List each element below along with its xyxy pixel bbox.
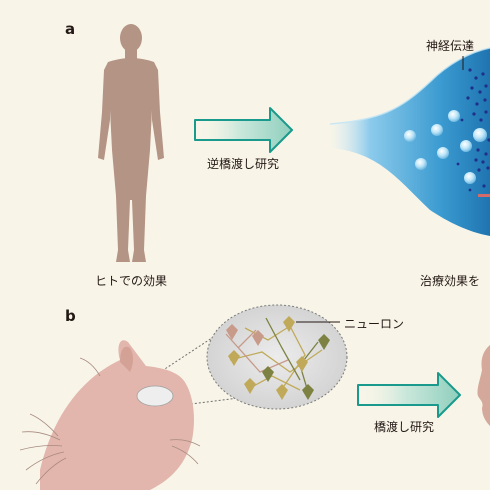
- neurotransmitter-label: 神経伝達: [426, 39, 475, 53]
- neuron-label: ニューロン: [344, 317, 405, 331]
- receptor-mark: [478, 194, 490, 197]
- reverse-translation-label: 逆橋渡し研究: [207, 157, 280, 171]
- panel-b-label: b: [65, 307, 76, 325]
- brain-inset: [206, 304, 348, 410]
- mouse-head: [19, 340, 201, 490]
- human-effect-caption: ヒトでの効果: [95, 274, 168, 288]
- synapse-caption: 治療効果を: [420, 274, 481, 288]
- translation-label: 橋渡し研究: [374, 420, 435, 434]
- human-silhouette: [98, 24, 164, 262]
- reverse-translation-arrow: [194, 107, 293, 153]
- neurotransmitter-particles: [456, 68, 490, 192]
- panel-a-label: a: [65, 20, 76, 38]
- translation-arrow: [357, 372, 461, 418]
- synaptic-vesicles: [404, 110, 487, 184]
- zoom-lines: [141, 333, 239, 407]
- human-head-profile: [477, 345, 490, 426]
